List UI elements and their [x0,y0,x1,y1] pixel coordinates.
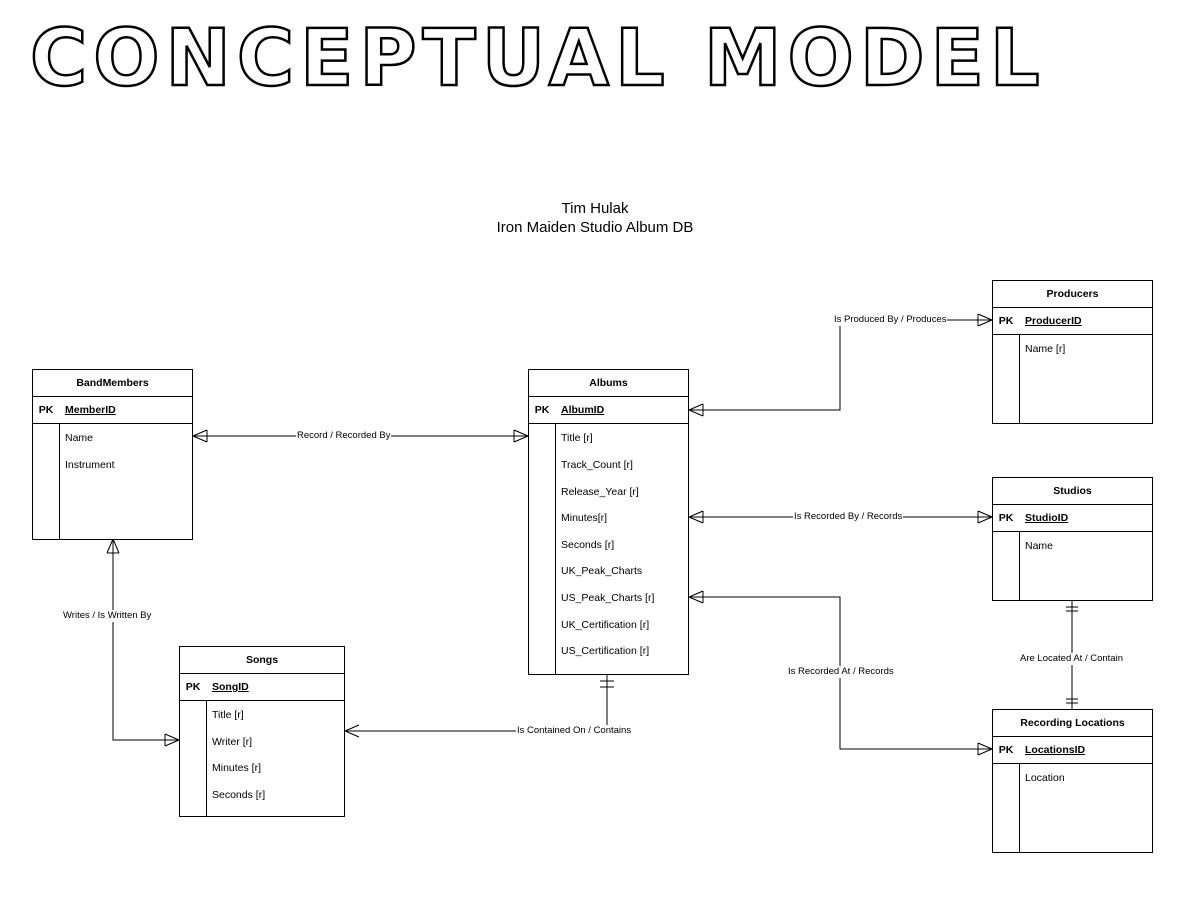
primary-key-row: PK MemberID [33,397,192,424]
crow-foot [192,435,208,443]
primary-key: StudioID [1025,512,1069,524]
attribute: Name [1025,540,1054,552]
entity-title: Albums [529,370,688,397]
primary-key: LocationsID [1025,744,1086,756]
pk-label: PK [998,744,1014,756]
relationship-label-studio: Is Recorded By / Records [793,511,904,523]
primary-key-row: PK LocationsID [993,737,1152,764]
line-writes [112,539,179,741]
entity-albums[interactable]: Albums PK AlbumID Title [r] Track_Count … [528,369,689,675]
pk-label: PK [38,404,54,416]
attribute: Track_Count [r] [561,459,633,471]
attribute: UK_Peak_Charts [561,565,643,577]
primary-key-row: PK StudioID [993,505,1152,532]
entity-title: BandMembers [33,370,192,397]
crow-foot [164,733,180,741]
attribute: Title [r] [561,432,593,444]
crow-foot [977,319,993,327]
primary-key: SongID [212,681,249,693]
crow-foot [688,590,704,598]
entity-recording-locations[interactable]: Recording Locations PK LocationsID Locat… [992,709,1153,853]
primary-key-row: PK ProducerID [993,308,1152,335]
pk-label: PK [998,315,1014,327]
primary-key-row: PK AlbumID [529,397,688,424]
attribute: US_Peak_Charts [r] [561,592,655,604]
crow-foot [344,730,360,738]
crow-foot [192,429,208,437]
crow-foot [513,429,529,437]
crow-foot [344,724,360,732]
relationship-label-record: Record / Recorded By [296,430,392,442]
attribute: Location [1025,772,1065,784]
line-contained [345,675,608,732]
entity-bandmembers[interactable]: BandMembers PK MemberID Name Instrument [32,369,193,540]
crow-foot [977,742,993,750]
pk-label: PK [534,404,550,416]
entity-studios[interactable]: Studios PK StudioID Name [992,477,1153,601]
attribute: Instrument [65,459,115,471]
crow-foot [688,516,704,524]
crow-foot [112,538,120,554]
entity-songs[interactable]: Songs PK SongID Title [r] Writer [r] Min… [179,646,345,817]
pk-label: PK [998,512,1014,524]
attribute: Title [r] [212,709,244,721]
relationship-label-produced: Is Produced By / Produces [833,314,948,326]
attribute: Minutes [r] [212,762,262,774]
crow-foot [688,403,704,411]
relationship-label-writes: Writes / Is Written By [62,610,153,622]
attribute: Seconds [r] [212,789,266,801]
attribute: US_Certification [r] [561,645,650,657]
crow-foot [688,409,704,417]
crow-foot [688,596,704,604]
primary-key-row: PK SongID [180,674,344,701]
entity-title: Studios [993,478,1152,505]
banner-title: CONCEPTUAL MODEL [29,14,1046,104]
primary-key: ProducerID [1025,315,1082,327]
entity-producers[interactable]: Producers PK ProducerID Name [r] [992,280,1153,424]
attribute: Seconds [r] [561,539,615,551]
attribute: UK_Certification [r] [561,619,650,631]
relationship-label-located: Are Located At / Contain [1019,653,1124,665]
primary-key: AlbumID [561,404,605,416]
attribute: Name [65,432,94,444]
crow-foot [977,516,993,524]
entity-title: Producers [993,281,1152,308]
crow-foot [513,435,529,443]
attribute: Minutes[r] [561,512,608,524]
entity-title: Recording Locations [993,710,1152,737]
primary-key: MemberID [65,404,116,416]
crow-foot [977,510,993,518]
attribute: Name [r] [1025,343,1066,355]
crow-foot [977,748,993,756]
pk-label: PK [185,681,201,693]
relationship-label-recorded-at: Is Recorded At / Records [787,666,895,678]
entity-title: Songs [180,647,344,674]
crow-foot [977,313,993,321]
attribute: Writer [r] [212,736,253,748]
crow-foot [164,739,180,747]
database-title: Iron Maiden Studio Album DB [496,219,694,236]
crow-foot [106,538,114,554]
relationship-label-contained: Is Contained On / Contains [516,725,633,737]
author-name: Tim Hulak [561,200,629,217]
line-produced [689,319,992,411]
attribute: Release_Year [r] [561,486,639,498]
crow-foot [688,510,704,518]
